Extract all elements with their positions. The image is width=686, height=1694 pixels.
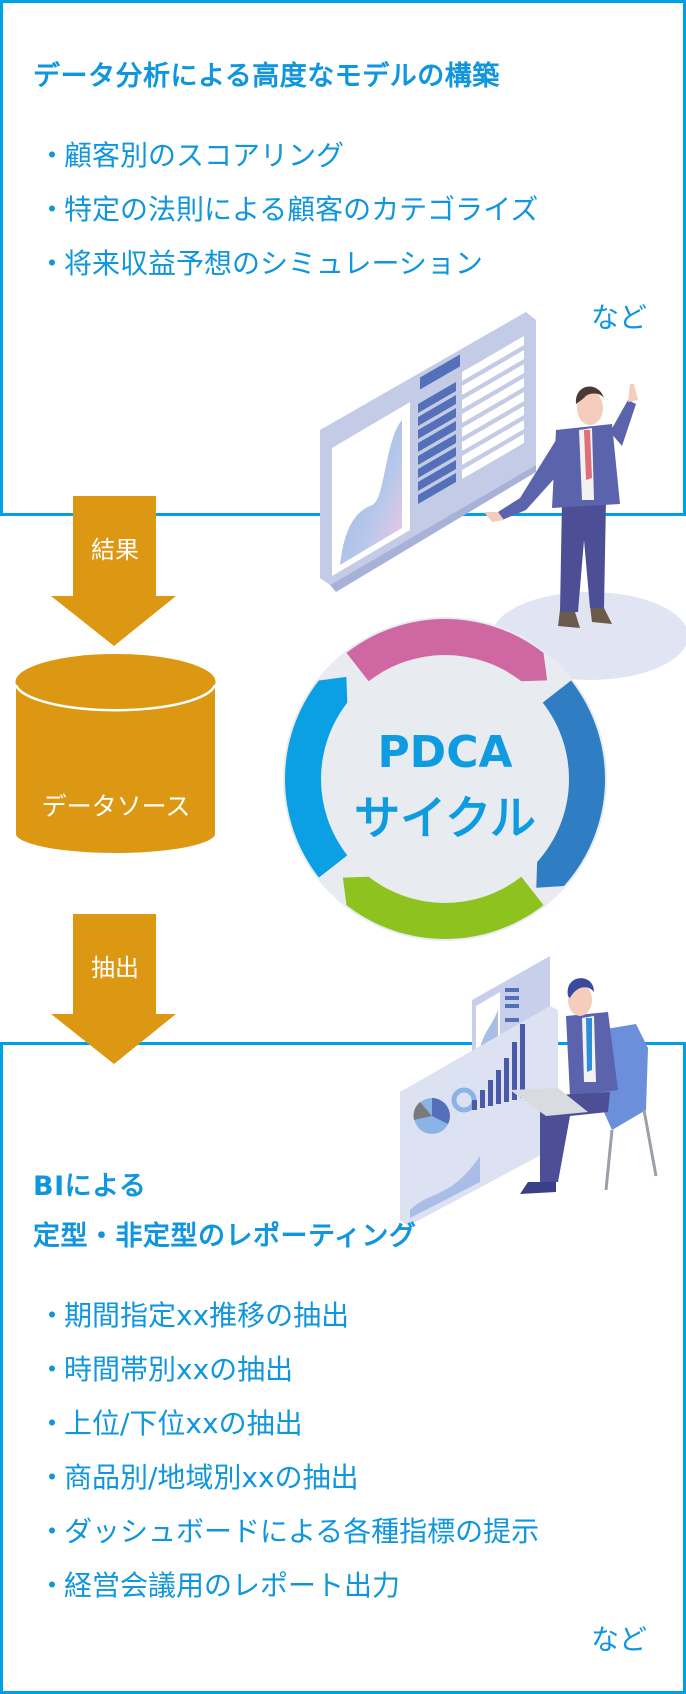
list-item: ・特定の法則による顧客のカテゴライズ bbox=[38, 188, 538, 228]
list-item: ・時間帯別xxの抽出 bbox=[38, 1348, 293, 1388]
list-item-text: 特定の法則による顧客のカテゴライズ bbox=[64, 193, 539, 226]
list-item: ・将来収益予想のシミュレーション bbox=[38, 242, 483, 282]
list-item: ・期間指定xx推移の抽出 bbox=[38, 1294, 349, 1334]
main-dashboard bbox=[400, 1006, 558, 1226]
result-arrow-label: 結果 bbox=[91, 536, 139, 564]
bullet: ・ bbox=[38, 1353, 67, 1386]
light-list-row bbox=[462, 336, 524, 381]
dark-list-row bbox=[418, 408, 456, 439]
pdca-subtitle: サイクル bbox=[354, 791, 536, 845]
pdca-cycle-diagram bbox=[283, 617, 607, 941]
pdca-background bbox=[283, 617, 607, 941]
check-arc bbox=[342, 876, 544, 939]
laptop-icon bbox=[510, 1088, 588, 1116]
pie-chart-icon bbox=[413, 1098, 450, 1134]
list-item-text: 期間指定xx推移の抽出 bbox=[64, 1299, 350, 1332]
light-list-row bbox=[462, 378, 524, 423]
list-item-text: 顧客別のスコアリング bbox=[64, 139, 345, 172]
light-list-row bbox=[462, 434, 524, 479]
dark-list-row bbox=[418, 421, 456, 452]
light-list-row bbox=[462, 392, 524, 437]
bi-title-line2: 定型・非定型のレポーティング bbox=[33, 1221, 417, 1252]
bullet: ・ bbox=[38, 193, 67, 226]
bar-chart-icon bbox=[472, 1024, 525, 1110]
light-list-row bbox=[462, 350, 524, 395]
list-item: ・商品別/地域別xxの抽出 bbox=[38, 1456, 359, 1496]
dark-list-row bbox=[418, 395, 456, 426]
etc-label: など bbox=[591, 1623, 648, 1656]
data-source-label: データソース bbox=[41, 792, 191, 821]
presenter-figure bbox=[484, 384, 638, 628]
model-building-title: データ分析による高度なモデルの構築 bbox=[33, 61, 500, 92]
bullet: ・ bbox=[38, 1515, 67, 1548]
seated-analyst-figure bbox=[510, 978, 658, 1194]
plan-arc bbox=[346, 619, 548, 682]
list-item: ・ダッシュボードによる各種指標の提示 bbox=[38, 1510, 539, 1550]
dark-list-row bbox=[418, 447, 456, 478]
act-arc bbox=[285, 676, 348, 878]
bullet: ・ bbox=[38, 247, 67, 280]
bi-title-line1: BIによる bbox=[33, 1171, 147, 1202]
list-item: ・上位/下位xxの抽出 bbox=[38, 1402, 303, 1442]
dark-list-row bbox=[418, 434, 456, 465]
extract-arrow-label: 抽出 bbox=[91, 954, 139, 982]
etc-label: など bbox=[591, 301, 648, 334]
bullet: ・ bbox=[38, 1461, 67, 1494]
bullet: ・ bbox=[38, 1407, 67, 1440]
pdca-title: PDCA bbox=[377, 727, 513, 778]
dark-list-row bbox=[418, 460, 456, 491]
bi-reporting-panel bbox=[0, 1042, 686, 1694]
list-item-text: 経営会議用のレポート出力 bbox=[64, 1569, 401, 1602]
list-item-text: 将来収益予想のシミュレーション bbox=[64, 247, 483, 280]
presenter-illustration bbox=[320, 312, 686, 680]
do-arc bbox=[536, 680, 605, 888]
result-arrow bbox=[51, 496, 176, 646]
list-item-text: 上位/下位xxの抽出 bbox=[64, 1407, 303, 1440]
bullet: ・ bbox=[38, 139, 67, 172]
list-item: ・経営会議用のレポート出力 bbox=[38, 1564, 400, 1604]
bullet: ・ bbox=[38, 1569, 67, 1602]
light-list-row bbox=[462, 364, 524, 409]
analyst-illustration bbox=[400, 956, 658, 1226]
bar-list-dark bbox=[420, 354, 460, 390]
dark-list-row bbox=[418, 473, 456, 504]
light-list-row bbox=[462, 420, 524, 465]
extract-arrow bbox=[51, 914, 176, 1064]
list-item: ・顧客別のスコアリング bbox=[38, 134, 344, 174]
list-item-text: ダッシュボードによる各種指標の提示 bbox=[64, 1515, 540, 1548]
data-source-cylinder bbox=[14, 654, 217, 854]
area-trend-icon bbox=[410, 1156, 480, 1218]
list-item-text: 時間帯別xxの抽出 bbox=[64, 1353, 294, 1386]
list-item-text: 商品別/地域別xxの抽出 bbox=[64, 1461, 359, 1494]
flow-graphics bbox=[14, 496, 217, 1064]
light-list-row bbox=[462, 406, 524, 451]
dark-list-row bbox=[418, 382, 456, 413]
area-chart-icon bbox=[340, 420, 402, 566]
bullet: ・ bbox=[38, 1299, 67, 1332]
